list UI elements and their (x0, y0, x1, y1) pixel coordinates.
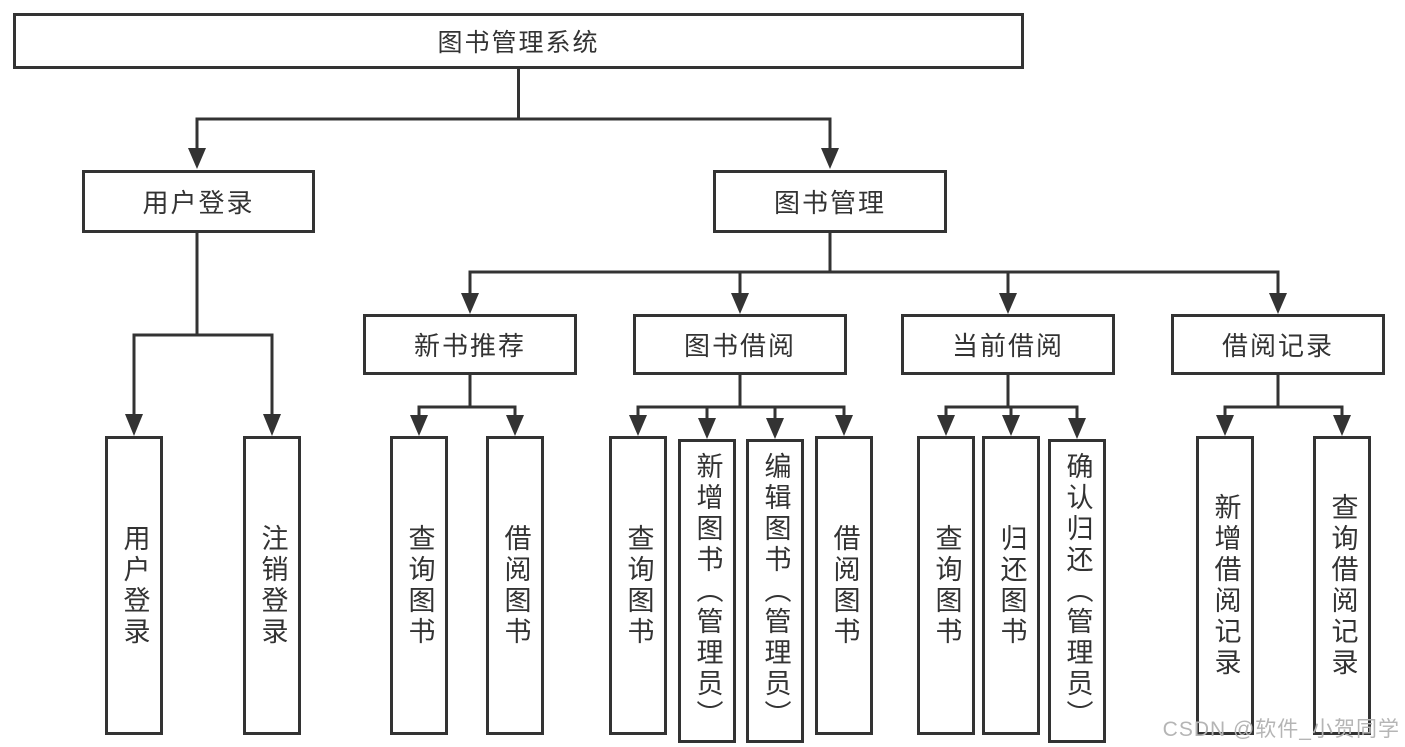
node-user-login: 用户登录 (82, 170, 315, 233)
leaf-query-books-recommend: 查询图书 (390, 436, 448, 735)
arrowheads-user-login (125, 414, 281, 436)
leaf-user-login: 用户登录 (105, 436, 163, 735)
leaf-query-borrow-record: 查询借阅记录 (1313, 436, 1371, 735)
connector-root (195, 66, 832, 152)
connector-new-book-recommend (417, 373, 517, 418)
connector-book-management (468, 231, 1280, 296)
leaf-borrow-books-recommend: 借阅图书 (486, 436, 544, 735)
leaf-confirm-return-admin: 确认归还（管理员） (1048, 439, 1106, 743)
leaf-edit-book-admin: 编辑图书（管理员） (746, 439, 804, 743)
node-book-management: 图书管理 (713, 170, 947, 233)
node-book-borrowing: 图书借阅 (633, 314, 847, 375)
leaf-return-books: 归还图书 (982, 436, 1040, 735)
arrowheads-root (188, 148, 839, 169)
leaf-logout: 注销登录 (243, 436, 301, 735)
node-library-management-system: 图书管理系统 (13, 13, 1024, 69)
arrowheads-current-borrowing (937, 415, 1086, 439)
node-borrow-records: 借阅记录 (1171, 314, 1385, 375)
leaf-borrow-books-borrowing: 借阅图书 (815, 436, 873, 735)
arrowheads-book-management (461, 293, 1287, 314)
leaf-query-books-current: 查询图书 (917, 436, 975, 735)
connector-current-borrowing (944, 373, 1079, 421)
connector-borrow-records (1223, 373, 1344, 418)
node-current-borrowing: 当前借阅 (901, 314, 1115, 375)
leaf-add-borrow-record: 新增借阅记录 (1196, 436, 1254, 735)
leaf-add-book-admin: 新增图书（管理员） (678, 439, 736, 743)
arrowheads-borrow-records (1216, 415, 1351, 436)
arrowheads-new-book-recommend (410, 415, 524, 436)
csdn-watermark: CSDN @软件_小贺同学 (1162, 718, 1400, 741)
connector-book-borrowing (636, 373, 846, 421)
node-new-book-recommend: 新书推荐 (363, 314, 577, 375)
leaf-query-books-borrowing: 查询图书 (609, 436, 667, 735)
connector-user-login (132, 231, 274, 417)
